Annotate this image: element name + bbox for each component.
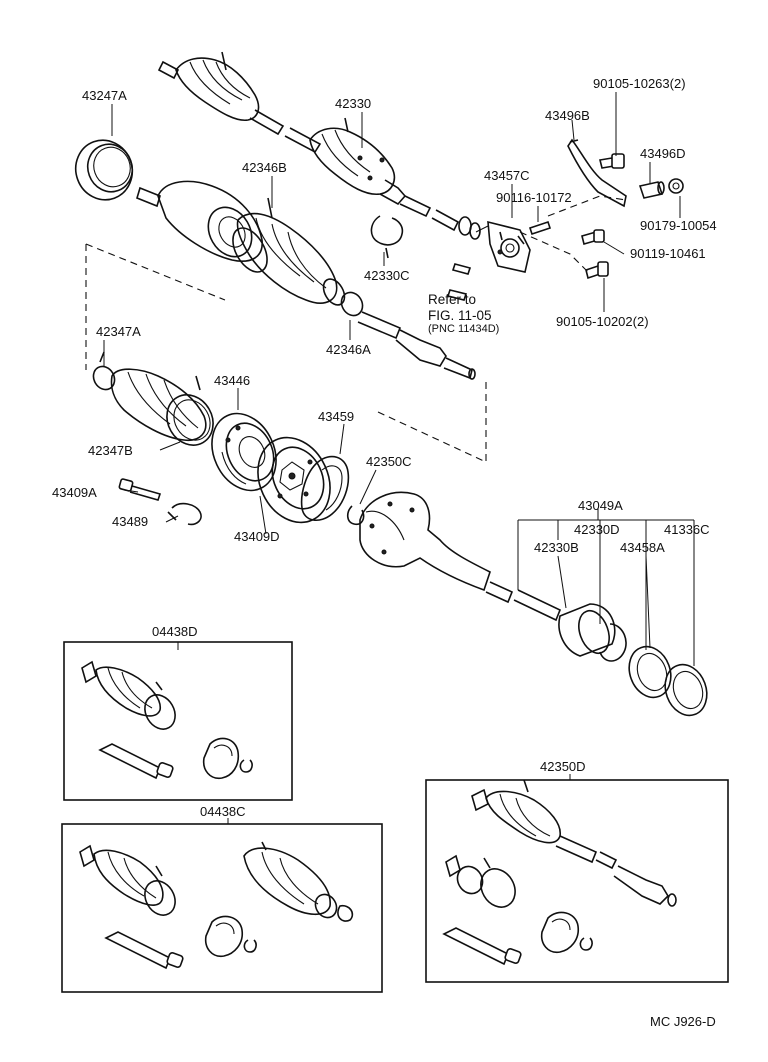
bolt-pin-icon xyxy=(446,263,472,301)
leader-lines xyxy=(103,92,695,824)
kit-04438d-boot-icon xyxy=(81,660,176,730)
label-42350d: 42350D xyxy=(540,759,586,774)
label-43409d: 43409D xyxy=(234,529,280,544)
snap-ring-42330d-icon xyxy=(599,623,627,662)
boot-clamp-42347a-icon xyxy=(92,351,116,391)
label-43489: 43489 xyxy=(112,514,148,529)
kit-04438c-grease-icon xyxy=(104,931,184,970)
boot-43446-icon xyxy=(110,368,207,441)
kit-box-04438d xyxy=(63,641,293,801)
kit-box-04438c xyxy=(61,823,383,993)
kit-42350d-clamps-icon xyxy=(445,854,516,908)
label-42350c: 42350C xyxy=(366,454,412,469)
kit-box-42350d xyxy=(425,779,729,983)
label-42347a: 42347A xyxy=(96,324,141,339)
label-43459: 43459 xyxy=(318,409,354,424)
part-labels: 43247A 42330 42346B 42330C 42346A 43496B… xyxy=(52,76,717,1029)
kit-04438d-ring-icon xyxy=(202,737,253,780)
label-43496d: 43496D xyxy=(640,146,686,161)
bearing-42330b-icon xyxy=(558,603,616,657)
label-42330c: 42330C xyxy=(364,268,410,283)
bolt-90105-10263-icon xyxy=(599,153,625,169)
clip-43489-icon xyxy=(167,502,202,526)
label-43496b: 43496B xyxy=(545,108,590,123)
bolt-90105-10202-icon xyxy=(585,261,609,280)
bolt-43409a-icon xyxy=(118,478,162,501)
kit-42350d-grease-icon xyxy=(442,927,522,966)
snap-ring-43459-icon xyxy=(300,455,350,521)
label-43458a: 43458A xyxy=(620,540,665,555)
oil-seal-43458a-icon xyxy=(628,645,672,699)
boot-clamp-42347b-icon xyxy=(166,394,214,446)
footer-code: MC J926-D xyxy=(650,1014,716,1029)
kit-04438d-grease-icon xyxy=(98,743,174,780)
bracket-43457c-icon xyxy=(487,220,531,273)
label-90179-10054: 90179-10054 xyxy=(640,218,717,233)
label-42347b: 42347B xyxy=(88,443,133,458)
label-04438d: 04438D xyxy=(152,624,198,639)
label-42330b: 42330B xyxy=(534,540,579,555)
label-41336c: 41336C xyxy=(664,522,710,537)
label-42330d: 42330D xyxy=(574,522,620,537)
upper-drive-shaft-icon xyxy=(157,51,481,240)
label-42330: 42330 xyxy=(335,96,371,111)
kit-42350d-shaft-icon xyxy=(471,779,677,907)
label-43446: 43446 xyxy=(214,373,250,388)
label-90105-10263: 90105-10263(2) xyxy=(593,76,686,91)
label-90116-10172: 90116-10172 xyxy=(496,190,572,205)
snap-ring-42350c-icon xyxy=(346,505,365,526)
label-90105-10202: 90105-10202(2) xyxy=(556,314,649,329)
label-04438c: 04438C xyxy=(200,804,246,819)
kit-04438c-ring-icon xyxy=(204,915,257,958)
label-42346a: 42346A xyxy=(326,342,371,357)
snap-ring-42330c-icon xyxy=(370,215,404,259)
refer-to-text: Refer to xyxy=(428,292,476,307)
bracket-43496b-icon xyxy=(567,138,627,208)
kit-42350d-ring-icon xyxy=(540,911,593,954)
label-90119-10461: 90119-10461 xyxy=(630,246,706,261)
label-43409a: 43409A xyxy=(52,485,97,500)
label-43247a: 43247A xyxy=(82,88,127,103)
main-drive-shaft-icon xyxy=(136,180,476,380)
bolt-90116-icon xyxy=(528,220,552,236)
label-43457c: 43457C xyxy=(484,168,530,183)
bolt-90119-icon xyxy=(581,229,605,245)
label-43049a: 43049A xyxy=(578,498,623,513)
label-42346b: 42346B xyxy=(242,160,287,175)
outer-housing-icon xyxy=(359,491,562,622)
kit-04438c-boot-outer-icon xyxy=(79,844,176,916)
nut-90179-icon xyxy=(668,178,684,194)
refer-pnc-text: (PNC 11434D) xyxy=(428,323,499,335)
bearing-ring-43247a-icon xyxy=(74,139,134,201)
collar-43496d-icon xyxy=(638,181,665,199)
kit-04438c-boot-inner-icon xyxy=(243,841,354,922)
oil-seal-41336c-icon xyxy=(664,663,708,717)
refer-fig-text: FIG. 11-05 xyxy=(428,308,492,323)
